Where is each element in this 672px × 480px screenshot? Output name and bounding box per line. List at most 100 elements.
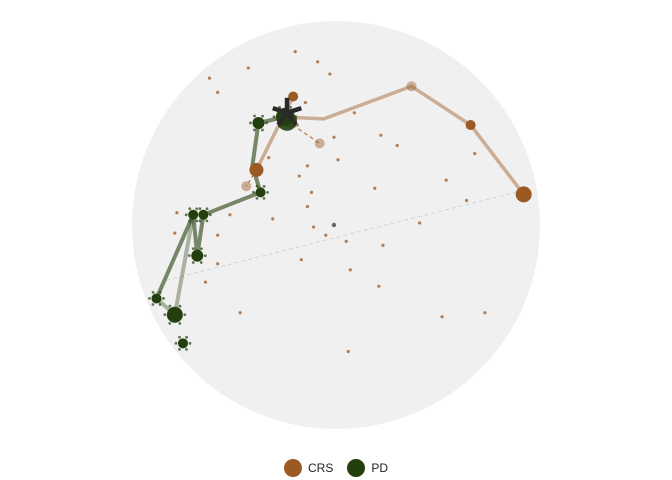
crs-small-point <box>299 258 303 262</box>
pd-point <box>198 209 209 220</box>
crs-small-point <box>344 239 348 243</box>
pd-small-point <box>162 297 165 300</box>
crs-small-point <box>324 233 328 237</box>
pd-small-point <box>261 114 264 118</box>
pd-small-point <box>188 341 192 345</box>
crs-point <box>465 120 476 131</box>
pd-small-point <box>205 207 209 211</box>
crs-small-point <box>381 243 385 247</box>
pd-point <box>188 209 199 220</box>
pd-point <box>255 187 266 198</box>
crs-point <box>314 138 325 149</box>
crs-small-point <box>311 225 316 229</box>
crs-small-point <box>216 233 220 237</box>
legend-key-pd-icon <box>347 459 366 477</box>
reference-line <box>166 189 524 281</box>
pd-small-point <box>195 219 199 223</box>
crs-small-point <box>464 198 469 203</box>
crs-small-point <box>246 66 250 70</box>
pd-small-point <box>262 184 266 188</box>
pd-small-point <box>178 335 181 339</box>
crs-small-point <box>473 152 477 156</box>
pd-small-point <box>151 303 155 306</box>
highlight-star-ray <box>276 111 289 127</box>
highlight-node <box>277 110 298 131</box>
crs-small-point <box>203 280 208 284</box>
crs-small-point <box>228 213 232 217</box>
chart-plot <box>132 21 540 429</box>
pd-small-point <box>249 121 252 125</box>
crs-small-point <box>440 315 444 319</box>
crs-small-point <box>328 72 332 76</box>
pd-small-point <box>163 313 167 317</box>
pd-small-point <box>195 207 199 211</box>
legend: CRS PD <box>0 456 672 480</box>
pd-small-point <box>266 190 269 194</box>
highlight-star-ray <box>286 106 303 115</box>
pd-small-point <box>158 303 162 306</box>
pd-point <box>191 249 204 262</box>
pd-small-point <box>183 313 187 317</box>
pd-small-point <box>262 197 266 200</box>
crs-small-point <box>175 211 179 215</box>
crs-small-point <box>238 311 242 315</box>
pd-small-point <box>168 321 172 325</box>
crs-point <box>515 186 532 203</box>
pd-point <box>252 117 265 129</box>
legend-label-crs: CRS <box>307 461 334 475</box>
pd-small-point <box>188 207 192 211</box>
crs-point <box>241 181 252 192</box>
crs-small-point <box>346 349 350 354</box>
crs-small-point <box>444 178 448 182</box>
pd-small-point <box>203 254 207 257</box>
legend-item-crs[interactable]: CRS <box>283 459 334 477</box>
highlight-star-ray <box>272 106 288 115</box>
pd-small-point <box>185 335 188 339</box>
pd-small-point <box>191 247 195 251</box>
crs-small-point <box>418 221 422 225</box>
crs-point <box>249 162 264 177</box>
crs-small-point <box>377 284 381 288</box>
crs-small-point <box>352 111 356 115</box>
pd-small-point <box>205 219 209 223</box>
crs-small-point <box>271 217 275 221</box>
crs-small-point <box>305 205 310 209</box>
pd-point <box>166 306 183 323</box>
pd-small-point <box>255 197 259 200</box>
crs-small-point <box>336 158 340 162</box>
crs-small-point <box>173 231 177 235</box>
crs-small-point <box>216 90 220 94</box>
pd-small-point <box>187 254 191 257</box>
highlight-star-ray <box>285 111 298 127</box>
crs-small-point <box>293 50 297 54</box>
pd-path <box>154 114 286 300</box>
crs-small-point <box>373 186 377 190</box>
crs-small-point <box>379 133 383 137</box>
crs-small-point <box>207 76 212 80</box>
pd-small-point <box>253 128 256 132</box>
pd-point <box>151 293 162 304</box>
crs-small-point <box>348 268 352 272</box>
crs-small-point <box>297 174 301 178</box>
pd-small-point <box>178 304 182 308</box>
legend-label-pd: PD <box>371 461 388 475</box>
crs-small-point <box>395 143 399 148</box>
crs-small-point <box>267 156 271 160</box>
legend-item-pd[interactable]: PD <box>347 459 388 477</box>
crs-point <box>288 91 299 102</box>
pd-small-point <box>174 341 178 345</box>
crs-small-point <box>309 190 314 194</box>
pd-small-point <box>261 128 264 132</box>
pd-small-point <box>289 106 293 109</box>
pd-small-point <box>151 290 155 294</box>
pd-small-point <box>199 247 203 251</box>
pd-small-point <box>185 347 188 351</box>
pd-small-point <box>178 347 181 351</box>
pd-small-point <box>178 322 182 325</box>
crs-small-point <box>303 101 307 105</box>
crs-point <box>406 81 417 92</box>
pd-small-point <box>253 114 256 118</box>
pd-small-point <box>168 304 172 308</box>
legend-key-crs-icon <box>283 459 302 477</box>
crs-small-point <box>332 135 336 139</box>
